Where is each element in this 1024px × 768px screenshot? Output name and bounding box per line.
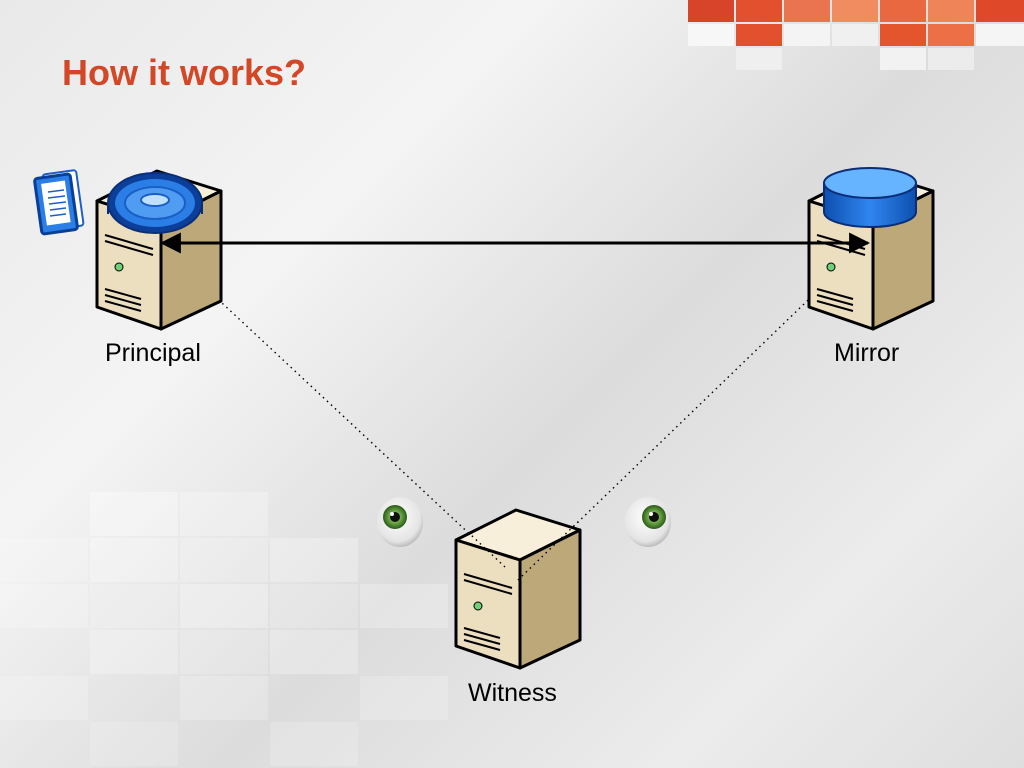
edge-witness-mirror-front: [517, 519, 581, 581]
tile: [270, 584, 358, 628]
tile: [928, 48, 974, 70]
tile: [90, 630, 178, 674]
tile: [880, 24, 926, 46]
tile: [90, 492, 178, 536]
tile: [180, 492, 268, 536]
tile: [928, 0, 974, 22]
tile: [360, 676, 448, 720]
tile: [270, 630, 358, 674]
tile: [0, 538, 88, 582]
mirror-database-icon: [823, 167, 917, 228]
tile: [360, 584, 448, 628]
tile: [270, 722, 358, 766]
tile: [90, 584, 178, 628]
tile: [180, 584, 268, 628]
tile: [880, 48, 926, 70]
tile: [976, 0, 1024, 22]
tile: [90, 722, 178, 766]
tile: [90, 538, 178, 582]
tile: [0, 584, 88, 628]
tile: [784, 24, 830, 46]
tile: [180, 630, 268, 674]
tile: [180, 676, 268, 720]
tile: [270, 538, 358, 582]
principal-label: Principal: [105, 339, 201, 367]
tile: [832, 0, 878, 22]
edge-witness-principal: [162, 247, 506, 568]
mirror-label: Mirror: [834, 339, 900, 367]
principal-database-icon: [107, 172, 203, 234]
tile: [784, 0, 830, 22]
tile: [976, 24, 1024, 46]
witness-label: Witness: [468, 679, 557, 707]
tile: [736, 24, 782, 46]
eye-icon: [377, 497, 423, 547]
tile: [180, 538, 268, 582]
tile: [880, 0, 926, 22]
eye-icon: [625, 497, 671, 547]
tile: [928, 24, 974, 46]
slide-title: How it works?: [62, 52, 307, 93]
tile: [688, 0, 734, 22]
tile: [0, 676, 88, 720]
document-icon: [33, 169, 85, 236]
tile: [736, 0, 782, 22]
tile: [832, 24, 878, 46]
witness-server-icon: [454, 508, 582, 670]
tile: [688, 24, 734, 46]
tile: [736, 48, 782, 70]
